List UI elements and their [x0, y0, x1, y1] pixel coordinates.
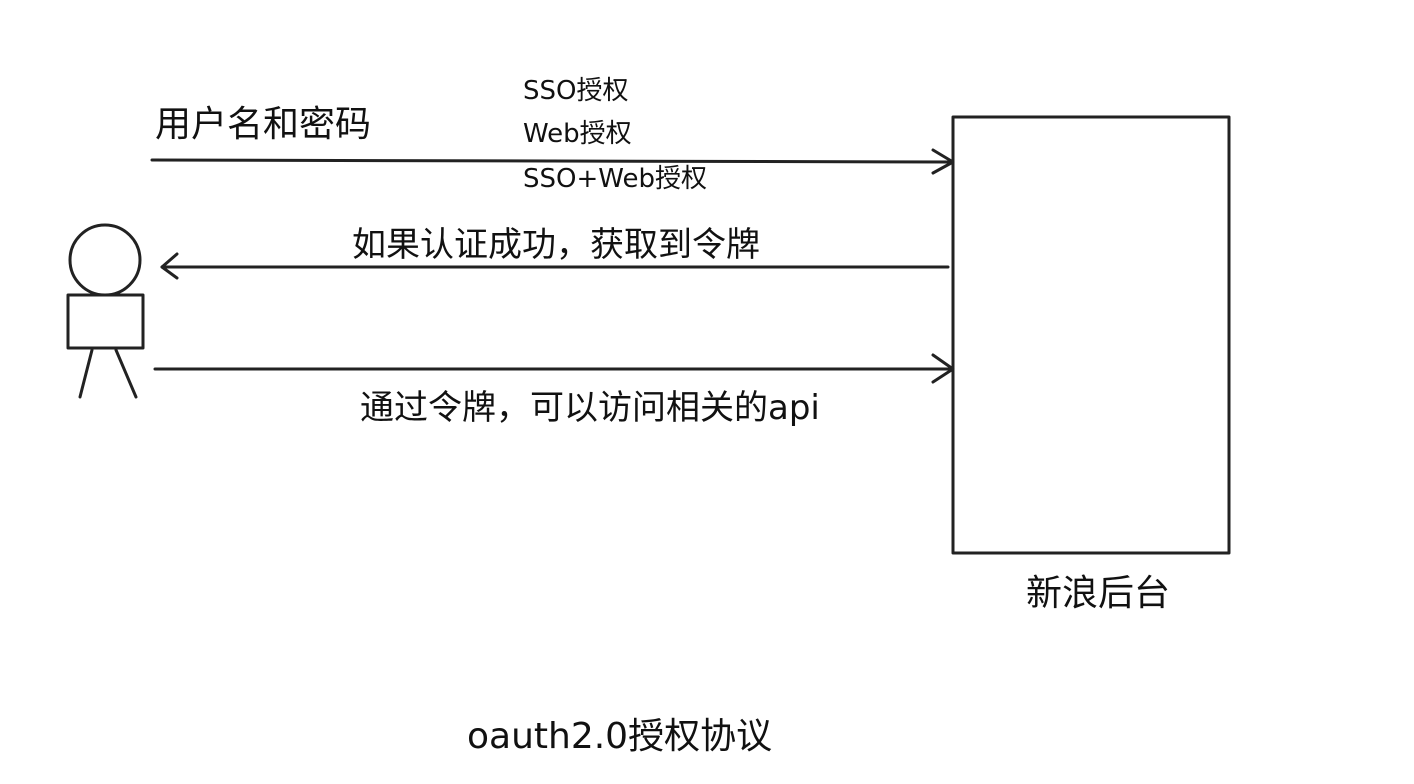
auth-mode-sso: SSO授权	[523, 76, 629, 106]
user-left-leg	[78, 348, 94, 399]
user-right-leg	[114, 348, 138, 399]
token-arrow	[160, 252, 950, 280]
diagram-caption: oauth2.0授权协议	[467, 716, 773, 757]
user-head	[68, 223, 142, 297]
server-box	[951, 115, 1231, 555]
auth-mode-web: Web授权	[523, 119, 632, 149]
user-figure	[66, 223, 145, 399]
auth-mode-sso-web: SSO+Web授权	[523, 164, 707, 194]
user-body	[66, 293, 145, 350]
request-arrow	[150, 148, 955, 175]
credentials-label: 用户名和密码	[155, 104, 372, 145]
token-label: 如果认证成功，获取到令牌	[352, 225, 760, 265]
api-access-label: 通过令牌，可以访问相关的api	[360, 388, 820, 428]
api-arrow	[153, 353, 955, 384]
server-label: 新浪后台	[1026, 573, 1171, 614]
